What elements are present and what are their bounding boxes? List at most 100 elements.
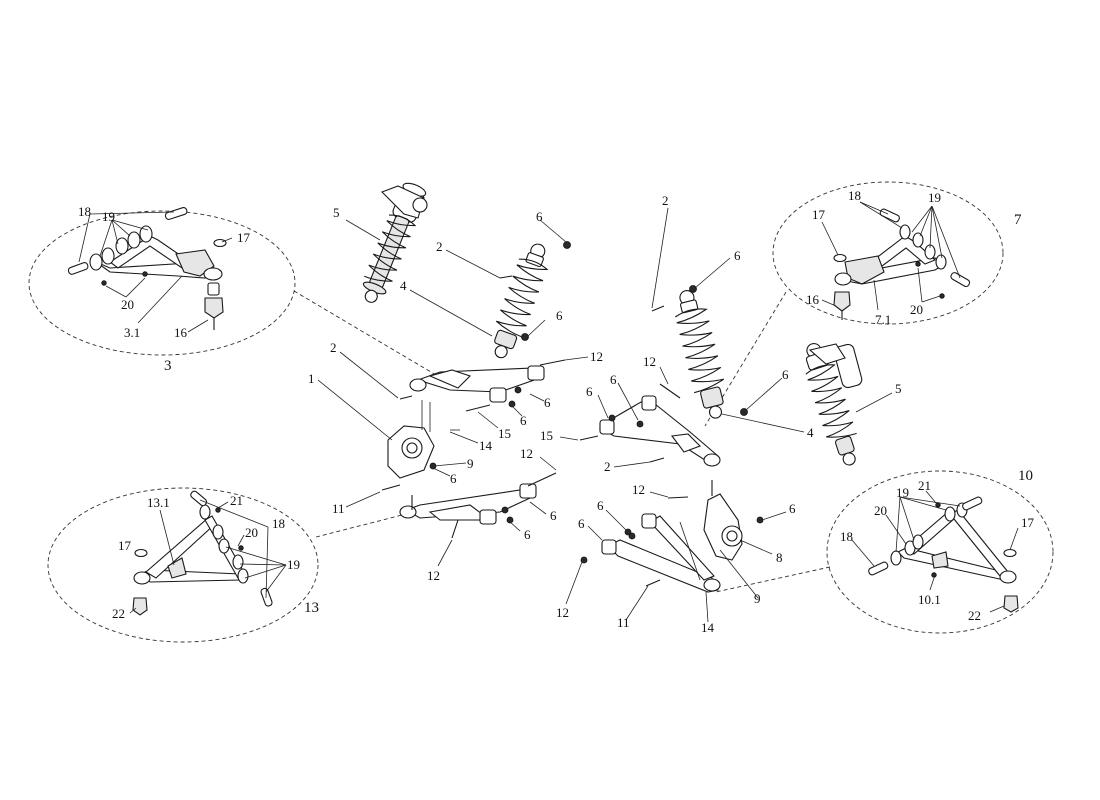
detail-circle-10	[826, 470, 1054, 634]
detail-circle-13	[47, 487, 319, 643]
label-18: 18	[78, 204, 91, 219]
label-6: 6	[789, 501, 796, 516]
upper-a-arm-left	[416, 367, 541, 393]
label-20: 20	[245, 525, 258, 540]
label-18: 18	[840, 529, 853, 544]
label-14: 14	[701, 620, 715, 635]
label-6: 6	[734, 248, 741, 263]
label-21: 21	[230, 493, 243, 508]
label-20: 20	[121, 297, 134, 312]
label-6: 6	[556, 308, 563, 323]
label-6: 6	[586, 384, 593, 399]
label-1: 1	[308, 371, 315, 386]
connector-10	[715, 566, 831, 593]
label-6: 6	[520, 413, 527, 428]
detail-7-upper-arm: 18 19 17 16 7.1 20 7	[806, 188, 1022, 327]
detail-circle-7	[772, 181, 1004, 325]
label-5: 5	[333, 205, 340, 220]
label-12: 12	[632, 482, 645, 497]
label-7.1: 7.1	[875, 312, 891, 327]
label-17: 17	[812, 207, 826, 222]
right-front-assembly	[579, 285, 764, 593]
label-6: 6	[536, 209, 543, 224]
label-9: 9	[467, 456, 474, 471]
label-2: 2	[604, 459, 611, 474]
label-21: 21	[918, 478, 931, 493]
label-4: 4	[807, 425, 814, 440]
upper-a-arm-right	[599, 397, 719, 463]
label-8: 8	[776, 550, 783, 565]
label-17: 17	[1021, 515, 1035, 530]
label-18: 18	[272, 516, 285, 531]
label-13: 13	[304, 600, 319, 616]
label-12: 12	[590, 349, 603, 364]
label-6: 6	[550, 508, 557, 523]
label-19: 19	[287, 557, 300, 572]
label-20: 20	[874, 503, 887, 518]
label-16: 16	[174, 325, 188, 340]
label-9: 9	[754, 591, 761, 606]
label-11: 11	[617, 615, 630, 630]
label-12: 12	[556, 605, 569, 620]
detail-10-lower-arm: 21 19 20 17 18 10.1 22 10	[840, 468, 1035, 623]
label-14: 14	[479, 438, 493, 453]
connector-3	[293, 290, 437, 376]
label-6: 6	[544, 395, 551, 410]
label-6: 6	[524, 527, 531, 542]
shock-absorber-5-right	[805, 342, 863, 466]
label-22: 22	[112, 606, 125, 621]
detail-3-upper-arm: 18 19 17 20 3.1 16 3	[67, 204, 251, 374]
ball-joint-16	[833, 291, 851, 312]
label-2: 2	[436, 239, 443, 254]
ball-joint-22	[132, 597, 148, 616]
label-19: 19	[102, 209, 115, 224]
coil-spring	[674, 308, 725, 394]
main-part-labels: 5 6 2 4 6 2 12 1 6 6 15 14 9 12 6 11 6 6…	[308, 193, 902, 635]
label-16: 16	[806, 292, 820, 307]
ball-joint-eye	[203, 267, 223, 281]
shock-absorber-4-left	[494, 243, 549, 359]
label-2: 2	[662, 193, 669, 208]
label-10: 10	[1018, 468, 1033, 484]
label-12: 12	[643, 354, 656, 369]
label-6: 6	[610, 372, 617, 387]
circlip-17	[833, 253, 847, 263]
label-15: 15	[540, 428, 553, 443]
shock-absorber-5-left	[362, 182, 428, 303]
label-12: 12	[520, 446, 533, 461]
label-15: 15	[498, 426, 511, 441]
label-3: 3	[164, 358, 172, 374]
lower-a-arm-right	[607, 539, 719, 593]
label-17: 17	[237, 230, 251, 245]
coil-spring	[495, 258, 549, 338]
label-5: 5	[895, 381, 902, 396]
label-3.1: 3.1	[124, 325, 140, 340]
label-6: 6	[578, 516, 585, 531]
coil-spring	[364, 214, 417, 282]
label-12: 12	[427, 568, 440, 583]
detail-13-lower-arm: 13.1 21 20 18 17 19 22 13	[112, 490, 319, 621]
label-4: 4	[400, 278, 407, 293]
label-20: 20	[910, 302, 923, 317]
label-11: 11	[332, 501, 345, 516]
detail-callouts	[28, 181, 1054, 643]
label-6: 6	[782, 367, 789, 382]
ball-joint-22	[1003, 595, 1019, 613]
label-6: 6	[597, 498, 604, 513]
coil-spring	[805, 364, 857, 438]
label-19: 19	[928, 190, 941, 205]
connector-7	[704, 291, 787, 427]
detail-circle-3	[28, 210, 296, 356]
left-front-assembly	[381, 241, 571, 539]
ball-joint-16	[204, 297, 224, 319]
label-7: 7	[1014, 212, 1022, 228]
circlip-17	[1003, 548, 1017, 558]
label-19: 19	[896, 485, 909, 500]
label-18: 18	[848, 188, 861, 203]
shock-absorber-4-right	[674, 290, 725, 419]
label-2: 2	[330, 340, 337, 355]
label-13.1: 13.1	[147, 495, 170, 510]
circlip-17	[134, 548, 148, 558]
label-22: 22	[968, 608, 981, 623]
